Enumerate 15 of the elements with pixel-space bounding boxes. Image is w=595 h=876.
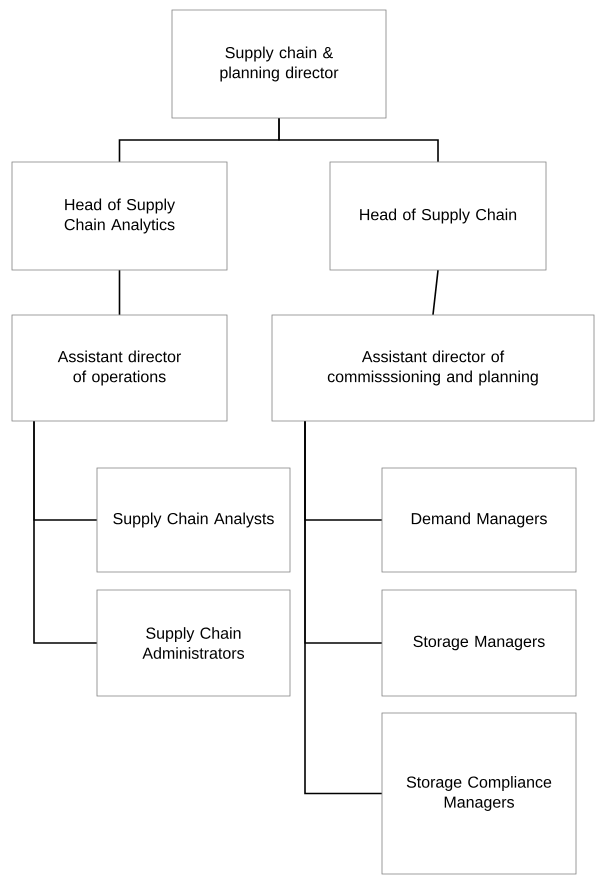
connector-line <box>304 421 382 794</box>
connector-line <box>33 421 97 644</box>
role-box: Assistant director of commisssioning and planning <box>272 314 594 422</box>
role-box: Head of Supply Chain Analytics <box>12 162 228 270</box>
role-box: Supply Chain Analysts <box>96 468 290 572</box>
role-box: Assistant director of operations <box>12 314 228 422</box>
role-box: Head of Supply Chain <box>330 162 546 270</box>
role-box: Demand Managers <box>382 468 576 572</box>
role-box: Supply Chain Administrators <box>96 590 290 696</box>
role-box: Storage Compliance Managers <box>382 712 576 874</box>
connector-line <box>118 270 120 315</box>
role-box: Storage Managers <box>382 590 576 696</box>
role-box: Supply chain & planning director <box>172 10 386 118</box>
connector-line <box>432 270 439 315</box>
connector-line <box>278 118 439 162</box>
